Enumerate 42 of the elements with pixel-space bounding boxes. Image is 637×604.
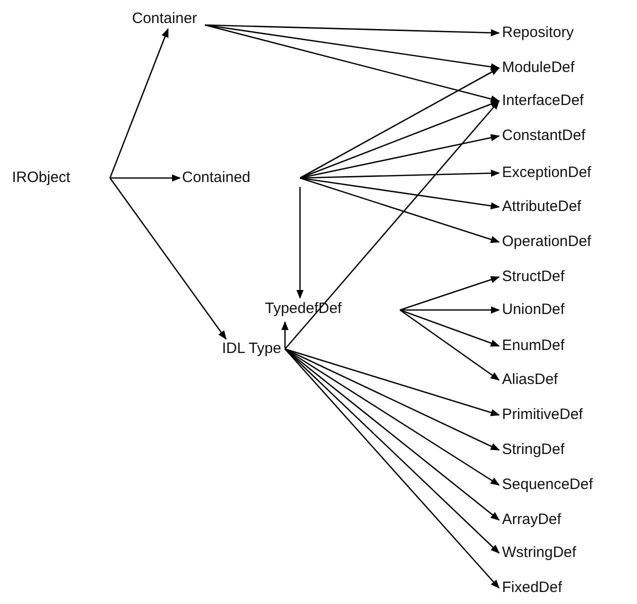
- arrow: [300, 177, 500, 243]
- class-name-label: WstringDef: [502, 544, 576, 562]
- arrow: [284, 348, 500, 521]
- class-name-label: Container: [132, 10, 198, 28]
- class-name-label: SequenceDef: [502, 476, 593, 494]
- arrow: [109, 28, 169, 178]
- class-name-label: StringDef: [502, 441, 565, 459]
- class-name-label: AttributeDef: [502, 198, 582, 216]
- arrow: [400, 309, 500, 381]
- arrow: [281, 321, 289, 348]
- class-name-label: PrimitiveDef: [502, 406, 583, 424]
- class-name-label: InterfaceDef: [502, 92, 584, 110]
- arrow: [284, 100, 500, 350]
- class-name-label: ArrayDef: [502, 511, 562, 529]
- class-name-label: ModuleDef: [502, 59, 575, 77]
- arrow: [300, 177, 500, 210]
- arrow: [284, 348, 500, 451]
- class-name-label: StructDef: [502, 268, 565, 286]
- arrow: [110, 174, 181, 182]
- arrow: [400, 276, 500, 311]
- arrow: [284, 348, 500, 416]
- class-name-label: UnionDef: [502, 301, 565, 319]
- class-name-label: IDL Type: [222, 340, 282, 358]
- class-name-label: ExceptionDef: [502, 164, 592, 182]
- arrow: [400, 306, 500, 314]
- arrow: [400, 309, 500, 347]
- arrow: [300, 100, 500, 179]
- arrow: [296, 187, 304, 299]
- arrow: [300, 67, 500, 179]
- class-name-label: Contained: [182, 169, 250, 187]
- arrow: [300, 134, 500, 179]
- arrow: [109, 178, 227, 340]
- arrow: [284, 348, 500, 486]
- arrow: [204, 24, 500, 102]
- class-name-label: EnumDef: [502, 337, 565, 355]
- class-name-label: OperationDef: [502, 233, 592, 251]
- class-name-label: IRObject: [12, 169, 70, 187]
- class-name-label: ConstantDef: [502, 127, 586, 145]
- class-name-label: Repository: [502, 24, 574, 42]
- class-name-label: AliasDef: [502, 371, 558, 389]
- class-name-label: FixedDef: [502, 579, 562, 597]
- arrow: [204, 24, 500, 70]
